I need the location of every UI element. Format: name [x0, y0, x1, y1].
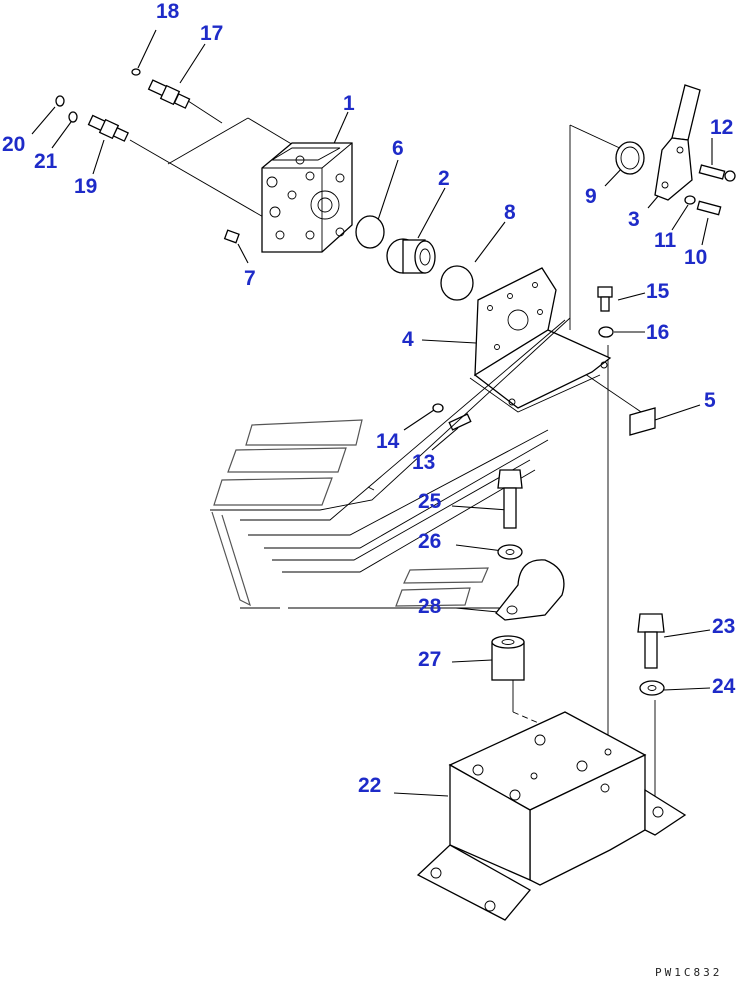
callout-7: 7: [244, 267, 256, 290]
cartridge-part-2: [386, 238, 436, 274]
o-ring-part-6: [355, 215, 385, 249]
callout-18: 18: [156, 0, 180, 23]
callout-27: 27: [418, 648, 441, 671]
callout-16: 16: [646, 321, 669, 344]
lever-part-3: [654, 84, 701, 201]
callout-13: 13: [412, 451, 435, 474]
washer-part-26: [497, 544, 523, 560]
callout-5: 5: [704, 389, 716, 412]
bolt-part-23: [637, 613, 665, 669]
callout-25: 25: [418, 490, 442, 513]
washer-part-11: [684, 195, 696, 205]
callout-8: 8: [504, 201, 516, 224]
valve-block-part-1: [261, 142, 353, 253]
fitting-part-17: [147, 79, 191, 109]
callout-28: 28: [418, 595, 442, 618]
callout-20: 20: [2, 133, 25, 156]
bolt-part-13: [448, 413, 472, 431]
plate-part-5: [629, 407, 656, 436]
washer-part-24: [639, 680, 665, 696]
bolt-part-25: [497, 469, 523, 529]
callout-12: 12: [710, 116, 733, 139]
callout-26: 26: [418, 530, 441, 553]
drawing-code: PW1C832: [655, 966, 722, 979]
callout-4: 4: [402, 328, 414, 351]
callout-22: 22: [358, 774, 381, 797]
machine-outline: [210, 317, 571, 609]
o-rings-18-20-21: [55, 68, 141, 123]
washer-part-16: [598, 326, 614, 338]
bracket-part-4: [469, 267, 612, 413]
callout-9: 9: [585, 185, 597, 208]
plug-part-7: [223, 229, 240, 244]
callout-2: 2: [438, 167, 450, 190]
o-ring-part-8: [440, 265, 474, 301]
callout-17: 17: [200, 22, 223, 45]
callout-3: 3: [628, 208, 640, 231]
callout-6: 6: [392, 137, 404, 160]
spacer-part-27: [491, 635, 525, 681]
washer-part-14: [432, 403, 444, 413]
callout-19: 19: [74, 175, 97, 198]
screw-part-12: [698, 164, 736, 182]
fitting-part-19: [87, 114, 129, 142]
callout-10: 10: [684, 246, 707, 269]
ring-part-9: [615, 141, 645, 175]
leader-lines: [31, 29, 713, 810]
mounting-bracket-part-22: [416, 711, 687, 921]
callout-21: 21: [34, 150, 58, 173]
bolt-part-10: [696, 200, 722, 216]
callout-23: 23: [712, 615, 735, 638]
callout-24: 24: [712, 675, 736, 698]
bolt-part-15: [597, 286, 613, 312]
callout-labels: 1 2 3 4 5 6 7 8 9 10 11 12 13 14 15 16 1…: [2, 0, 736, 797]
callout-15: 15: [646, 280, 670, 303]
callout-11: 11: [654, 229, 677, 252]
callout-14: 14: [376, 430, 400, 453]
clamp-part-28: [495, 559, 565, 621]
callout-1: 1: [343, 92, 355, 115]
